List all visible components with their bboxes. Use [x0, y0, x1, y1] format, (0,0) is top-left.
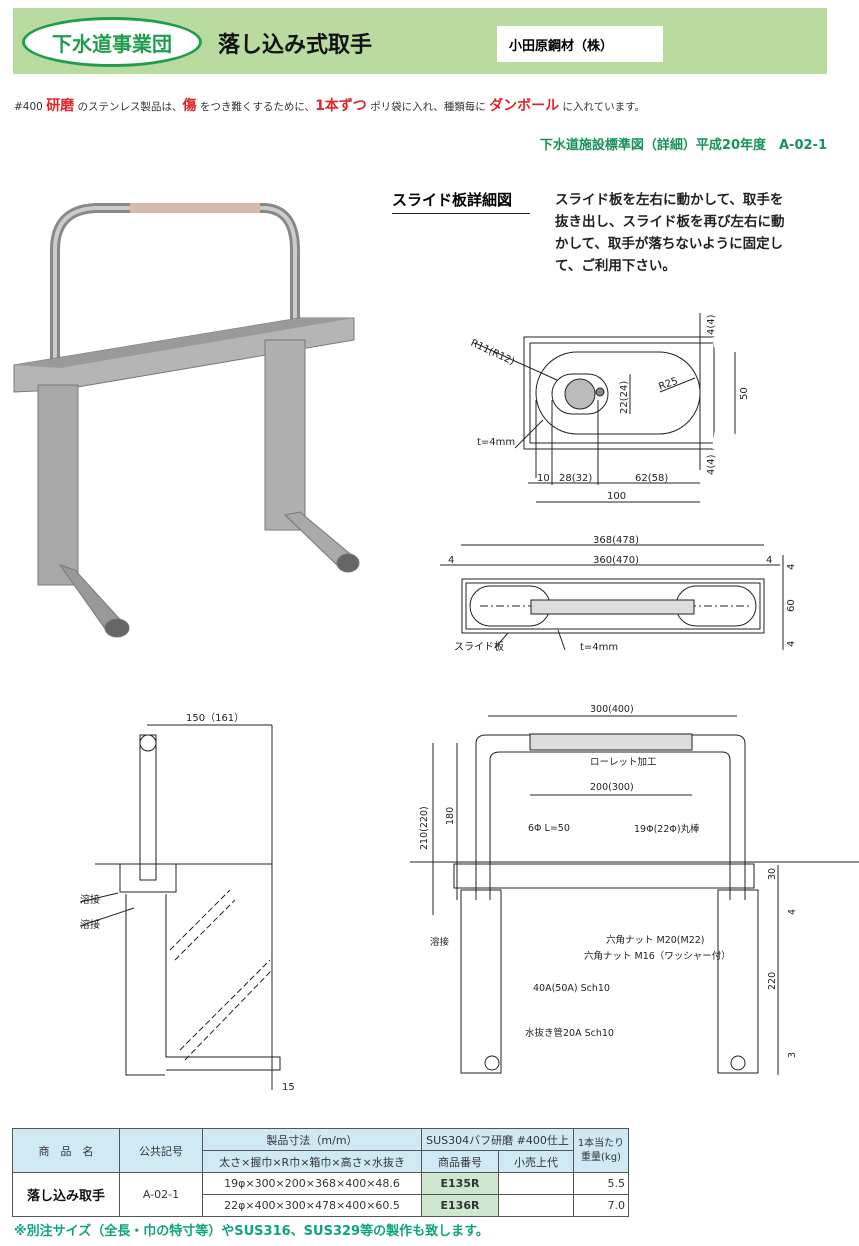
packaging-notice: #400 研磨 のステンレス製品は、傷 をつき難くするために、1本ずつ ポリ袋に…: [14, 95, 645, 115]
slide-plate-detail-drawing: [474, 313, 736, 503]
dim-v4b: 4: [786, 641, 797, 647]
label-thickness: t=4mm: [580, 642, 618, 653]
cell-product-name: 落し込み取手: [12, 1172, 120, 1217]
header-dimensions-sub: 太さ×握巾×R巾×箱巾×高さ×水抜き: [202, 1150, 422, 1173]
label-knurl: ローレット加工: [590, 757, 657, 768]
slide-detail-title: スライド板詳細図: [392, 189, 530, 214]
product-title: 落し込み式取手: [218, 33, 373, 58]
label-nut-m16: 六角ナット M16（ワッシャー付）: [584, 950, 731, 962]
product-table-section: 商 品 名 公共記号 製品寸法（m/m） SUS304バフ研磨 #400仕上 1…: [12, 1128, 629, 1239]
front-view-drawing: [410, 715, 859, 1075]
label-nut-m20: 六角ナット M20(M22): [606, 934, 705, 946]
notice-highlight: ダンボール: [489, 98, 560, 114]
label-weld-2: 溶接: [80, 918, 100, 931]
dim-22: 22(24): [619, 381, 630, 414]
dim-top-4: 4(4): [706, 314, 717, 335]
label-bar: 19Φ(22Φ)丸棒: [634, 823, 700, 835]
dim-50: 50: [739, 387, 750, 400]
label-weld-1: 溶接: [80, 893, 100, 906]
dim-10: 10: [537, 473, 550, 484]
plan-view-drawing: [440, 544, 784, 651]
cell-dimensions: 19φ×300×200×368×400×48.6: [202, 1172, 422, 1195]
table-row: 22φ×400×300×478×400×60.5 E136R 7.0: [13, 1194, 629, 1217]
agency-badge: 下水道事業団: [22, 17, 202, 67]
dim-bottom-4: 4(4): [706, 454, 717, 475]
dim-r25: R25: [657, 376, 679, 393]
label-pin: 6Φ L=50: [528, 823, 570, 834]
maker-name: 小田原鋼材（株）: [497, 26, 663, 62]
cell-price: [498, 1172, 574, 1195]
cell-product-number: E136R: [421, 1194, 499, 1217]
dim-100: 100: [607, 491, 626, 502]
cell-public-code: A-02-1: [119, 1172, 203, 1217]
dim-thickness: t=4mm: [477, 437, 515, 448]
header-product-number: 商品番号: [421, 1150, 499, 1173]
cell-product-number: E135R: [421, 1172, 499, 1195]
dim-300: 300(400): [590, 704, 634, 715]
cell-price: [498, 1194, 574, 1217]
notice-text: に入れています。: [559, 101, 646, 113]
dim-200: 200(300): [590, 782, 634, 793]
dim-180: 180: [445, 807, 456, 825]
notice-text: をつき難くするために、: [196, 101, 316, 113]
label-weld: 溶接: [430, 936, 450, 948]
technical-drawings: R11(R12) R25 22(24) 50 t=4mm 4(4) 4(4) 1…: [13, 203, 859, 1093]
standard-reference: 下水道施設標準図（詳細）平成20年度 A-02-1: [539, 138, 827, 153]
header-public-code: 公共記号: [119, 1128, 203, 1173]
product-table: 商 品 名 公共記号 製品寸法（m/m） SUS304バフ研磨 #400仕上 1…: [12, 1128, 629, 1217]
cell-dimensions: 22φ×400×300×478×400×60.5: [202, 1194, 422, 1217]
dim-210: 210(220): [419, 806, 430, 850]
dim-4: 4: [787, 909, 798, 915]
label-pipe: 40A(50A) Sch10: [533, 983, 610, 994]
slide-detail-text: スライド板を左右に動かして、取手を抜き出し、スライド板を再び左右に動かして、取手…: [555, 192, 785, 274]
side-view-drawing: [79, 724, 281, 1090]
header-weight-2: 重量(kg): [581, 1151, 621, 1163]
dim-30: 30: [767, 868, 778, 880]
dim-v60: 60: [786, 599, 797, 612]
header-sus: SUS304バフ研磨 #400仕上: [421, 1128, 574, 1151]
header-weight: 1本当たり重量(kg): [573, 1128, 629, 1173]
header-product-name: 商 品 名: [12, 1128, 120, 1173]
label-drain-pipe: 水抜き管20A Sch10: [525, 1027, 614, 1039]
custom-order-note: ※別注サイズ（全長・巾の特寸等）やSUS316、SUS329等の製作も致します。: [14, 1224, 489, 1239]
notice-highlight: 1本ずつ: [315, 98, 367, 114]
dim-15: 15: [282, 1082, 295, 1093]
product-photo: [13, 203, 360, 638]
notice-highlight: 研磨: [46, 98, 75, 114]
label-slide-plate: スライド板: [454, 640, 504, 653]
table-row: 落し込み取手 A-02-1 19φ×300×200×368×400×48.6 E…: [12, 1172, 629, 1217]
notice-highlight: 傷: [182, 98, 197, 114]
dim-150: 150（161）: [186, 712, 244, 724]
dim-left-4: 4: [448, 555, 454, 566]
dim-220: 220: [767, 972, 778, 990]
header-weight-1: 1本当たり: [577, 1137, 625, 1149]
header-retail-price: 小売上代: [498, 1150, 574, 1173]
dim-v4a: 4: [786, 564, 797, 570]
dim-3: 3: [787, 1052, 798, 1058]
dim-360: 360(470): [593, 555, 639, 566]
header-dimensions: 製品寸法（m/m）: [202, 1128, 422, 1151]
dim-right-4: 4: [766, 555, 772, 566]
notice-text: のステンレス製品は、: [74, 101, 183, 113]
dim-r11: R11(R12): [469, 338, 516, 368]
notice-text: ポリ袋に入れ、種類毎に: [366, 101, 490, 113]
dim-62: 62(58): [635, 473, 668, 484]
cell-weight: 7.0: [573, 1194, 629, 1217]
dim-368: 368(478): [593, 535, 639, 546]
notice-text: #400: [14, 101, 47, 113]
cell-weight: 5.5: [573, 1172, 629, 1195]
dim-28: 28(32): [559, 473, 592, 484]
